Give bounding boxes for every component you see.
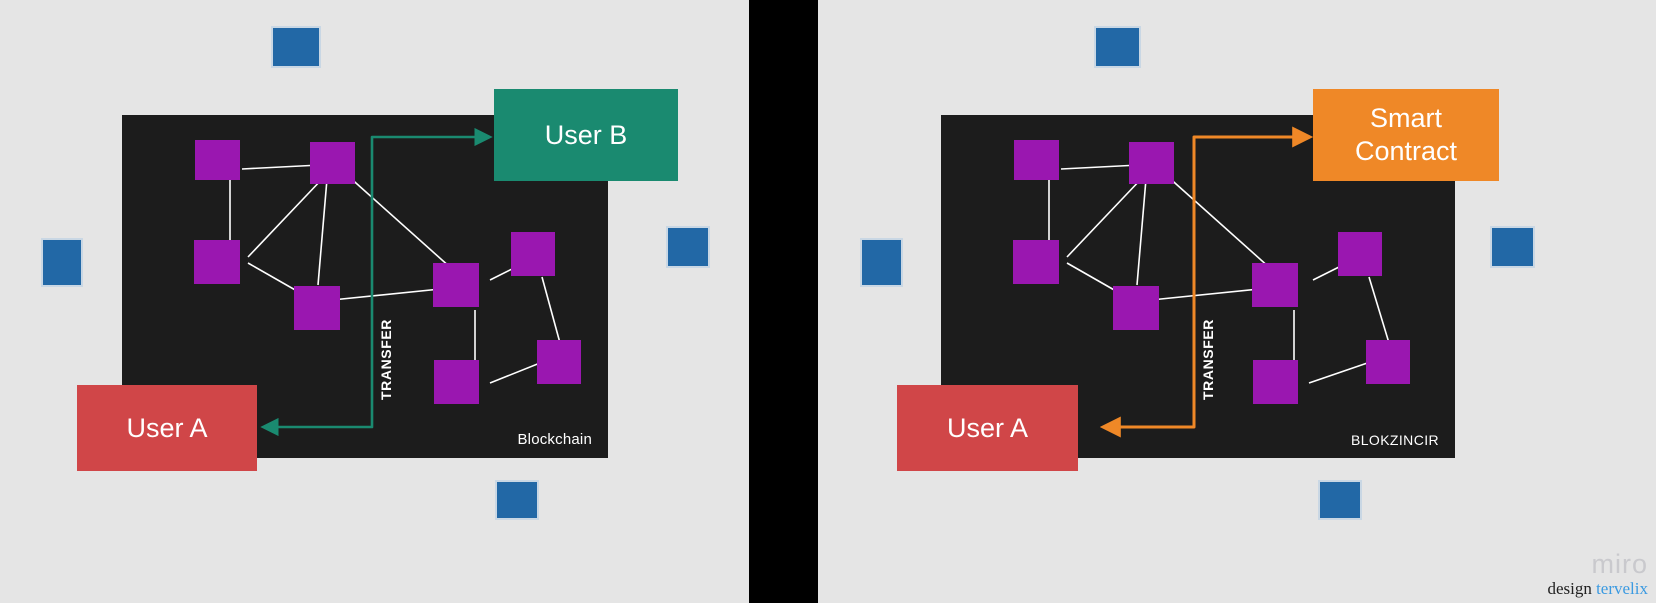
blockchain-node [537,340,581,384]
actor-smart-contract[interactable]: Smart Contract [1313,89,1499,181]
panel-divider [749,0,818,603]
blockchain-node [1113,286,1159,330]
design-credit-prefix: design [1547,579,1592,598]
design-credit: design tervelix [1547,580,1648,597]
panel-blockchain-english: TRANSFER Blockchain User A User B [0,0,749,603]
decorative-blue-square [666,226,710,268]
board-label-blockchain: Blockchain [517,431,592,448]
decorative-blue-square [41,238,83,287]
blockchain-node [1013,240,1059,284]
decorative-blue-square [860,238,903,287]
blockchain-node [310,142,355,184]
blockchain-node [1252,263,1298,307]
decorative-blue-square [1094,26,1141,68]
design-credit-brand: tervelix [1596,579,1648,598]
transfer-label: TRANSFER [1200,318,1216,400]
actor-smart-contract-label-line2: Contract [1354,136,1458,166]
blockchain-node [434,360,479,404]
blockchain-node [433,263,479,307]
blockchain-node [511,232,555,276]
decorative-blue-square [495,480,539,520]
watermark: miro design tervelix [1547,549,1648,598]
blockchain-node [1014,140,1059,180]
miro-logo: miro [1591,549,1648,579]
blockchain-node [1366,340,1410,384]
actor-user-b[interactable]: User B [494,89,678,181]
board-label-blokzincir: BLOKZINCIR [1350,432,1439,448]
blockchain-node [1338,232,1382,276]
blockchain-node [1253,360,1298,404]
blockchain-node [195,140,240,180]
transfer-label: TRANSFER [378,318,394,400]
decorative-blue-square [1490,226,1535,268]
blockchain-node [194,240,240,284]
decorative-blue-square [271,26,321,68]
decorative-blue-square [1318,480,1362,520]
actor-user-a[interactable]: User A [897,385,1078,471]
blockchain-node [1129,142,1174,184]
blockchain-node [294,286,340,330]
actor-smart-contract-label-line1: Smart [1369,103,1442,134]
actor-user-a-label: User A [126,412,208,443]
actor-user-a[interactable]: User A [77,385,257,471]
actor-user-a-label: User A [946,412,1029,443]
actor-user-b-label: User B [544,119,628,150]
panel-blockchain-turkish: TRANSFER BLOKZINCIR User A Smart Contrac… [818,0,1656,603]
